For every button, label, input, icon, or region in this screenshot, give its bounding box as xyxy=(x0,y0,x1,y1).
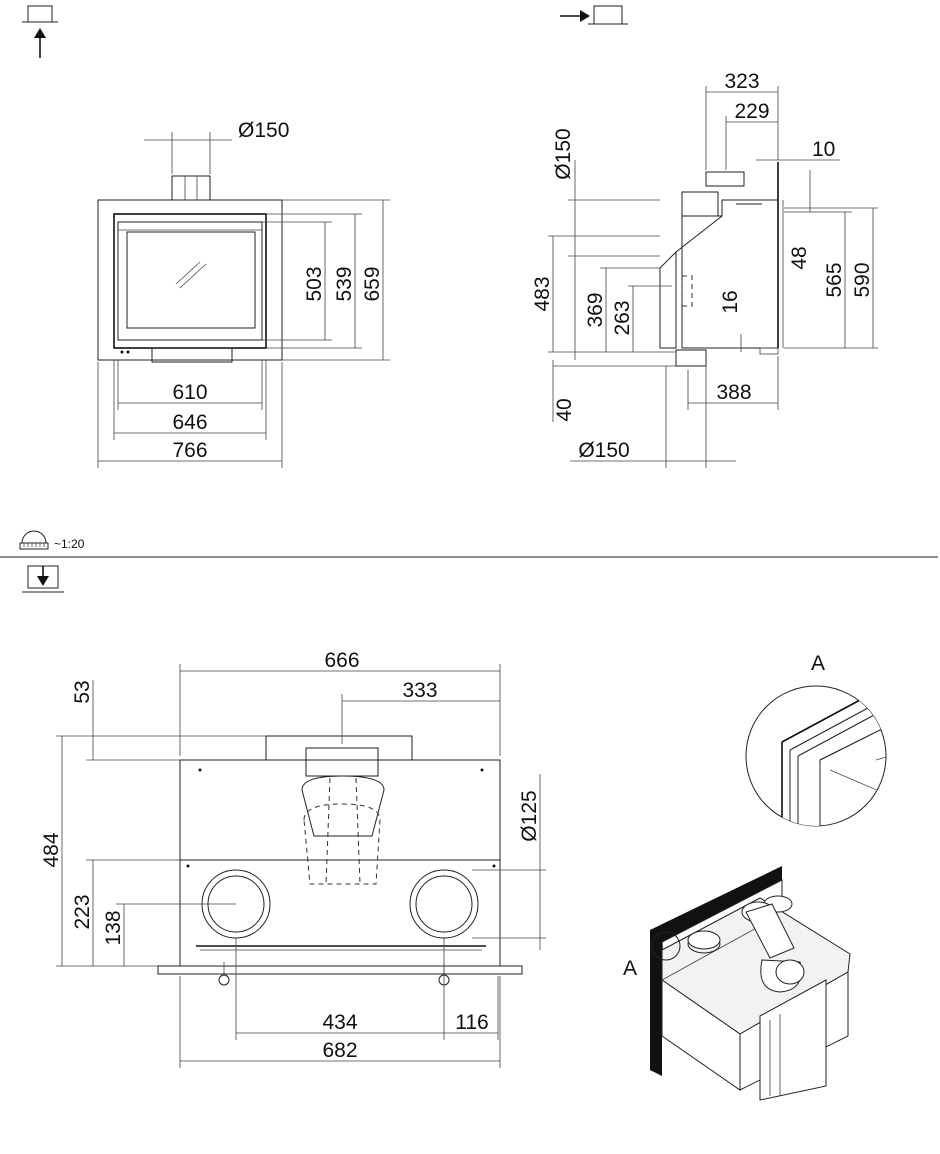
dim-side-590: 590 xyxy=(851,262,874,297)
dim-front-539: 539 xyxy=(333,266,356,301)
dim-bottom-inlet: Ø125 xyxy=(518,790,541,841)
top-view-icon xyxy=(22,565,64,593)
dim-bottom-116: 116 xyxy=(455,1011,488,1034)
dim-bottom-53: 53 xyxy=(71,680,94,703)
dim-bottom-333: 333 xyxy=(402,679,437,702)
dim-front-610: 610 xyxy=(172,381,207,404)
scale-ruler-icon xyxy=(19,530,49,550)
dim-front-503: 503 xyxy=(303,266,326,301)
dim-side-565: 565 xyxy=(823,262,846,297)
dim-bottom-484: 484 xyxy=(40,832,63,867)
dim-bottom-666: 666 xyxy=(324,649,359,672)
dim-side-48: 48 xyxy=(788,246,811,269)
dim-bottom-223: 223 xyxy=(71,894,94,929)
front-view: Ø150 610 646 766 503 539 659 xyxy=(97,119,390,468)
dim-front-659: 659 xyxy=(361,266,384,301)
bottom-view: 666 333 53 484 223 138 Ø125 434 116 682 xyxy=(40,649,546,1068)
dim-bottom-138: 138 xyxy=(102,910,125,945)
dim-bottom-434: 434 xyxy=(322,1011,357,1034)
dim-side-16: 16 xyxy=(719,290,742,313)
dim-side-flue-bottom: Ø150 xyxy=(578,439,629,462)
dim-front-646: 646 xyxy=(172,411,207,434)
dim-side-10: 10 xyxy=(812,138,835,161)
detail-a: A xyxy=(745,652,887,827)
dim-side-flue-vertical: Ø150 xyxy=(552,128,575,179)
dim-front-766: 766 xyxy=(172,439,207,462)
side-view: 323 229 10 Ø150 483 369 263 16 48 565 59… xyxy=(531,70,878,468)
detail-a-label: A xyxy=(811,652,825,675)
dim-side-483: 483 xyxy=(531,276,554,311)
dim-side-323: 323 xyxy=(724,70,759,93)
scale-label: ~1:20 xyxy=(54,537,85,551)
dim-side-388: 388 xyxy=(716,381,751,404)
dim-front-flue: Ø150 xyxy=(238,119,289,142)
side-view-icon xyxy=(560,5,628,25)
dim-side-263: 263 xyxy=(611,300,634,335)
isometric-view: A xyxy=(623,866,851,1101)
front-view-icon xyxy=(22,5,58,58)
dim-side-40: 40 xyxy=(553,398,576,421)
dim-side-369: 369 xyxy=(584,292,607,327)
detail-a-callout: A xyxy=(623,957,637,980)
dim-side-229: 229 xyxy=(734,100,769,123)
dim-bottom-682: 682 xyxy=(322,1039,357,1062)
